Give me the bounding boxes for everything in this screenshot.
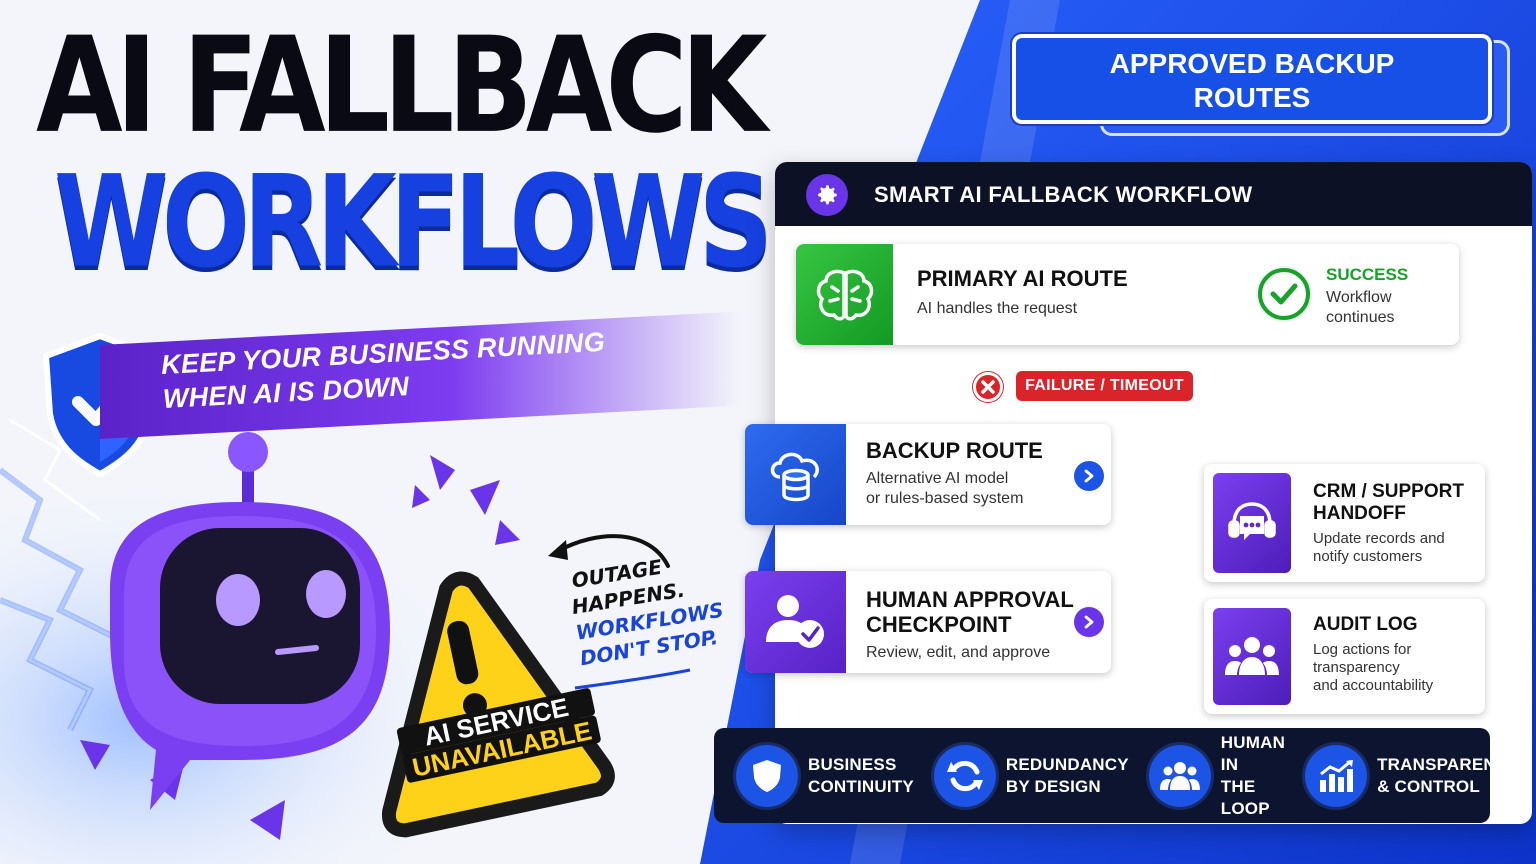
feature-4-line2: & CONTROL xyxy=(1377,776,1480,796)
primary-route-title: PRIMARY AI ROUTE xyxy=(917,266,1128,291)
features-bar: BUSINESS CONTINUITY REDUNDANCY BY DESIGN xyxy=(714,728,1520,823)
backup-desc-line1: Alternative AI model xyxy=(866,470,1009,487)
audit-desc-line3: and accountability xyxy=(1313,677,1434,694)
crm-desc: Update records and notify customers xyxy=(1313,530,1464,566)
gear-icon xyxy=(806,174,848,216)
success-check-icon xyxy=(1248,264,1314,329)
backup-desc-line2: or rules-based system xyxy=(866,490,1024,507)
badge-line2: ROUTES xyxy=(1193,82,1311,113)
backup-route-desc: Alternative AI model or rules-based syst… xyxy=(866,469,1066,509)
robot-mascot xyxy=(110,432,390,810)
crm-title-line1: CRM / SUPPORT xyxy=(1313,481,1464,502)
failure-x-icon xyxy=(973,372,1003,402)
workflow-panel-header xyxy=(775,162,1532,226)
people-icon xyxy=(1148,744,1211,807)
note-arrow xyxy=(554,534,670,568)
chart-icon xyxy=(1305,744,1368,807)
feature-business-continuity: BUSINESS CONTINUITY xyxy=(736,741,914,811)
feature-2-line2: BY DESIGN xyxy=(1005,776,1101,796)
success-title: SUCCESS xyxy=(1326,265,1409,284)
user-check-icon xyxy=(745,571,846,673)
human-title-line2: CHECKPOINT xyxy=(866,612,1012,637)
human-chevron-right-icon[interactable] xyxy=(1074,607,1104,637)
shield-icon xyxy=(736,744,798,807)
primary-route-card: PRIMARY AI ROUTE AI handles the request xyxy=(796,244,1459,345)
feature-3-line2: THE LOOP xyxy=(1220,776,1270,818)
refresh-icon xyxy=(933,744,996,807)
audit-title: AUDIT LOG xyxy=(1313,614,1418,635)
primary-route-desc: AI handles the request xyxy=(917,300,1078,317)
feature-2-line1: REDUNDANCY xyxy=(1005,754,1129,774)
cloud-database-icon xyxy=(745,424,846,525)
approved-routes-badge: APPROVED BACKUP ROUTES xyxy=(1012,34,1492,124)
crm-support-card: CRM / SUPPORT HANDOFF Update records and… xyxy=(1204,464,1485,582)
brain-icon xyxy=(796,244,893,345)
human-approval-desc: Review, edit, and approve xyxy=(866,644,1051,661)
backup-route-title: BACKUP ROUTE xyxy=(866,438,1043,463)
hero-title-line2: WORKFLOWS xyxy=(54,147,773,296)
feature-1-line1: BUSINESS xyxy=(808,754,897,774)
crm-title-line2: HANDOFF xyxy=(1313,503,1406,524)
audit-log-card: AUDIT LOG Log actions for transparency a… xyxy=(1204,599,1485,714)
feature-transparency: TRANSPARENCY & CONTROL xyxy=(1305,741,1520,811)
lightning-decoration xyxy=(0,418,121,731)
backup-chevron-right-icon[interactable] xyxy=(1074,461,1104,491)
feature-3-line1: HUMAN IN xyxy=(1220,732,1286,774)
feature-redundancy: REDUNDANCY BY DESIGN xyxy=(933,741,1129,811)
workflow-panel-title: SMART AI FALLBACK WORKFLOW xyxy=(874,182,1253,207)
crm-desc-line2: notify customers xyxy=(1313,548,1423,565)
feature-1-line2: CONTINUITY xyxy=(808,776,914,796)
badge-line1: APPROVED BACKUP xyxy=(1109,48,1395,79)
feature-4-line1: TRANSPARENCY xyxy=(1377,754,1520,774)
human-approval-title: HUMAN APPROVAL CHECKPOINT xyxy=(866,587,1076,637)
feature-human-in-loop: HUMAN IN THE LOOP xyxy=(1148,733,1285,818)
success-desc-line1: Workflow xyxy=(1326,289,1392,306)
group-icon xyxy=(1213,608,1291,705)
success-desc-line2: continues xyxy=(1326,309,1395,326)
failure-timeout-badge: FAILURE / TIMEOUT xyxy=(1016,371,1193,401)
hero-title-line1: AI FALLBACK xyxy=(36,9,767,163)
human-title-line1: HUMAN APPROVAL xyxy=(866,587,1074,612)
success-desc: Workflow continues xyxy=(1326,288,1436,328)
backup-route-card: BACKUP ROUTE Alternative AI model or rul… xyxy=(745,424,1111,525)
audit-desc-line2: transparency xyxy=(1313,659,1400,676)
crm-desc-line1: Update records and xyxy=(1313,530,1445,547)
human-approval-card: HUMAN APPROVAL CHECKPOINT Review, edit, … xyxy=(745,571,1111,673)
audit-desc: Log actions for transparency and account… xyxy=(1313,641,1433,695)
audit-desc-line1: Log actions for xyxy=(1313,641,1412,658)
crm-title: CRM / SUPPORT HANDOFF xyxy=(1313,481,1464,525)
support-chat-icon xyxy=(1213,473,1291,573)
